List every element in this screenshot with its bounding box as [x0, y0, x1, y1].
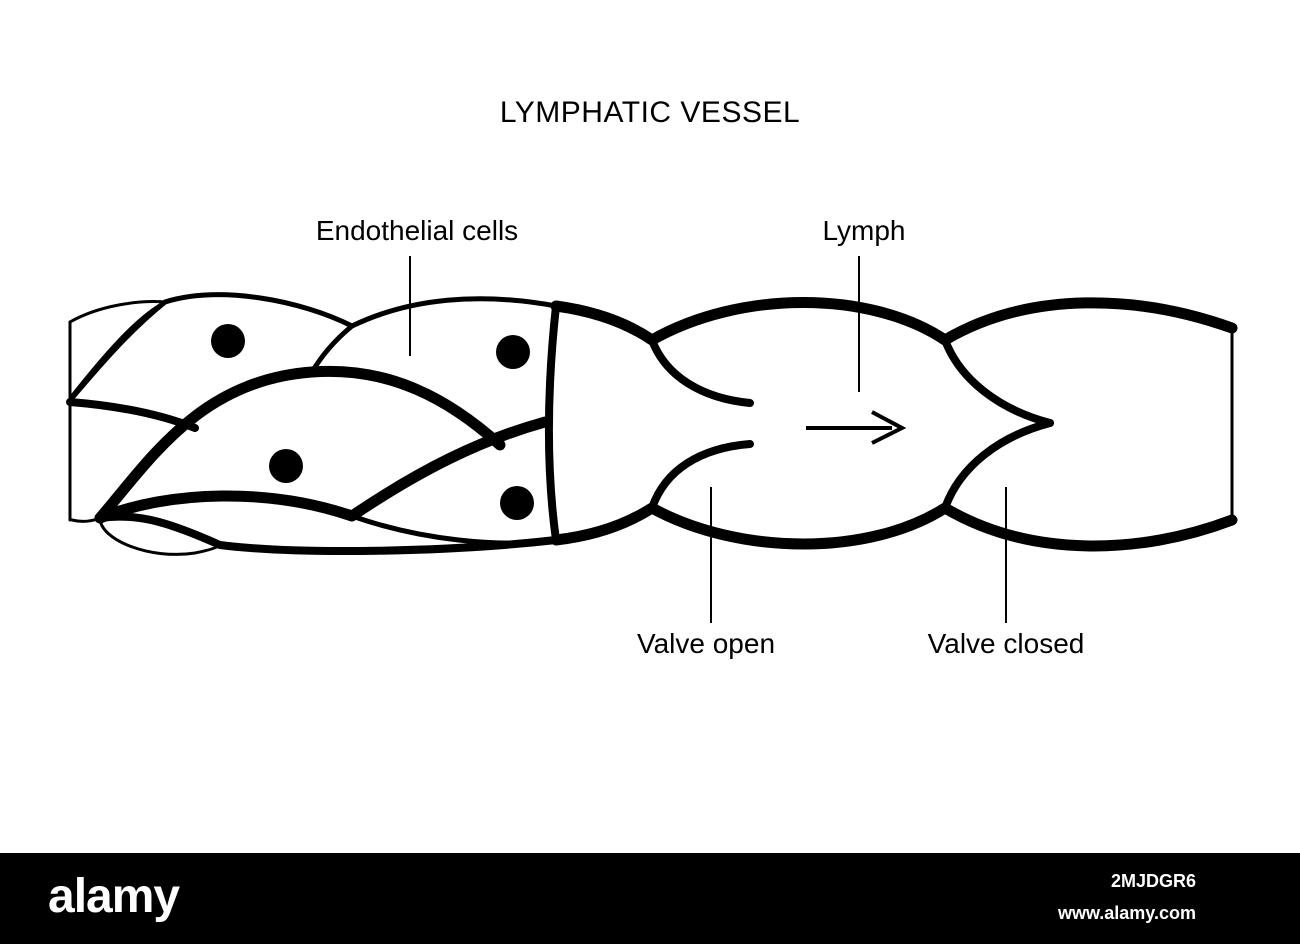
cell-bottom-left [96, 512, 560, 556]
nucleus-4 [500, 486, 534, 520]
cell-top [69, 292, 355, 401]
nucleus-1 [211, 324, 245, 358]
label-endothelial-cells: Endothelial cells [316, 215, 518, 246]
cell-bottom-flap [70, 516, 222, 556]
brand-logo: alamy [48, 870, 180, 923]
valve-closed-leaflet-top [941, 336, 1054, 427]
valve-open-leaflet-bottom [648, 440, 754, 512]
site-url: www.alamy.com [1057, 903, 1196, 923]
cell-mid-right [349, 513, 559, 546]
vessel-top-wall [550, 297, 1238, 346]
vessel-bottom-wall [550, 502, 1238, 552]
valve-closed-leaflet-bottom [941, 419, 1054, 512]
nucleus-3 [269, 449, 303, 483]
cell-valve-junction [544, 302, 560, 544]
valve-open-leaflet-top [648, 336, 754, 407]
cell-boundary-diagonal-top [94, 365, 506, 524]
valve-segments-group [550, 297, 1238, 552]
diagram-title: LYMPHATIC VESSEL [500, 96, 800, 129]
endothelial-cells-group [66, 292, 560, 556]
nucleus-2 [496, 335, 530, 369]
lymph-flow-arrow-head [871, 410, 907, 445]
label-valve-open: Valve open [637, 628, 775, 659]
cell-boundary-upper [66, 398, 199, 432]
label-lymph: Lymph [822, 215, 905, 246]
lymphatic-vessel-diagram: LYMPHATIC VESSEL [66, 96, 1238, 659]
label-valve-closed: Valve closed [928, 628, 1085, 659]
image-id: 2MJDGR6 [1110, 871, 1196, 891]
footer-bar: alamy 2MJDGR6 www.alamy.com [0, 853, 1300, 944]
